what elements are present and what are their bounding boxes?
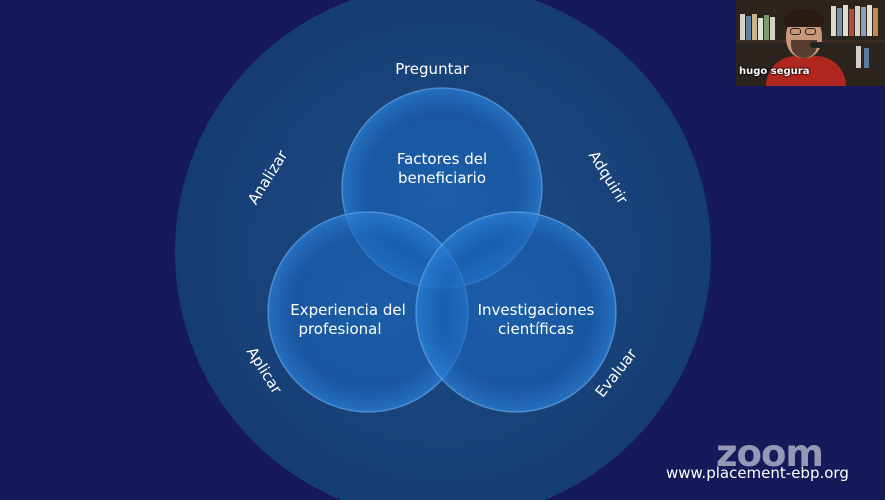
circle-right-line1: Investigaciones — [478, 301, 595, 319]
circle-left-line2: profesional — [298, 320, 381, 338]
glasses-icon — [790, 28, 818, 35]
circle-top-line2: beneficiario — [398, 169, 486, 187]
circle-top-line1: Factores del — [397, 150, 487, 168]
circle-scientific-research — [415, 211, 617, 413]
participant-video-tile[interactable]: hugo segura — [736, 0, 885, 86]
label-preguntar: Preguntar — [395, 60, 469, 78]
website-url: www.placement-ebp.org — [666, 464, 849, 482]
circle-right-line2: científicas — [498, 320, 574, 338]
participant-hair — [784, 9, 824, 27]
participant-name: hugo segura — [739, 66, 810, 77]
circle-left-line1: Experiencia del — [290, 301, 405, 319]
headset-microphone-icon — [810, 42, 824, 48]
zoom-logo-watermark: zoom — [716, 432, 824, 475]
participant-body — [766, 56, 846, 86]
